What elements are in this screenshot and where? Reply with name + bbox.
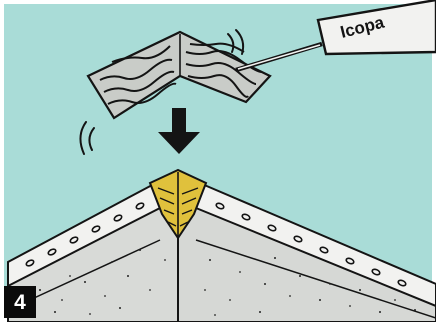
step-number-badge: 4	[4, 286, 36, 318]
